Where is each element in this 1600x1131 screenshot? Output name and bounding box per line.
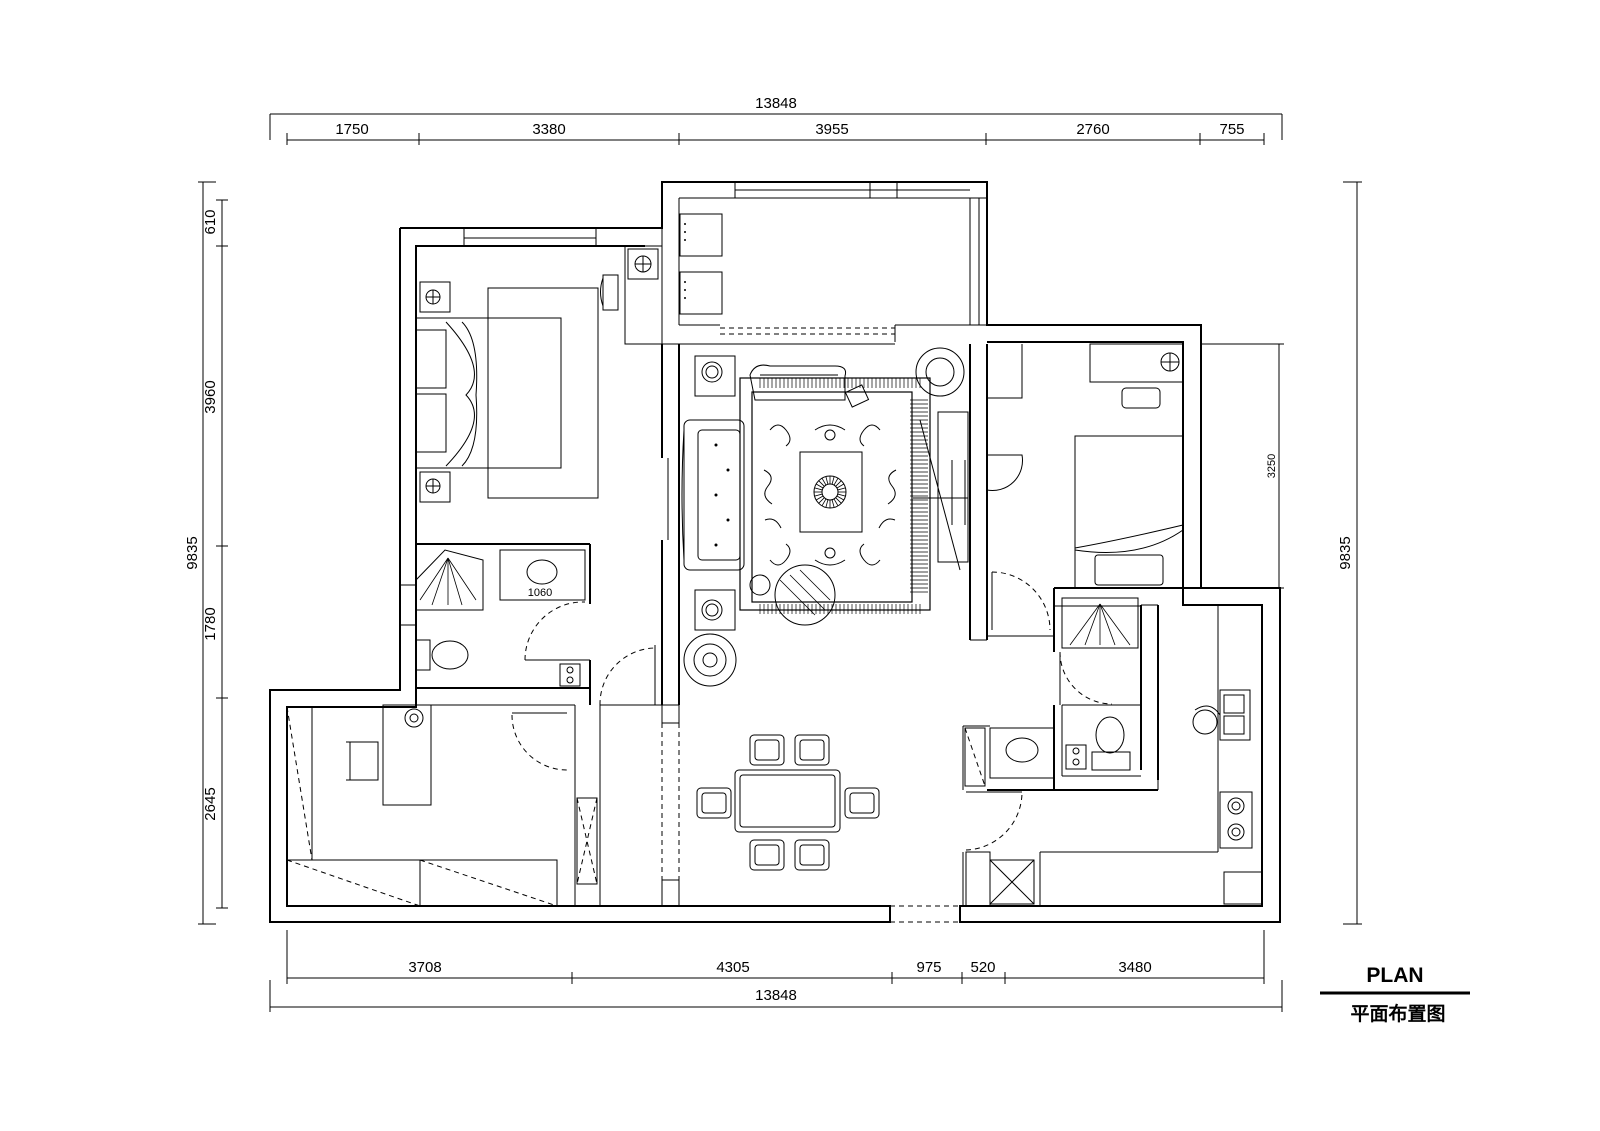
desk	[624, 245, 663, 345]
bottom-dim-2: 4305	[716, 959, 749, 976]
study-desk	[382, 704, 432, 806]
toilet	[431, 640, 469, 670]
dining-chair	[794, 734, 830, 766]
sofa	[683, 419, 745, 571]
left-dim-1: 610	[202, 209, 219, 234]
dining-chair	[794, 839, 830, 871]
plan-subtitle: 平面布置图	[1350, 1002, 1445, 1025]
master-bedroom	[415, 245, 663, 503]
right-desk	[1089, 343, 1184, 383]
toilet-2	[1095, 716, 1125, 754]
vanity-2	[989, 727, 1055, 779]
vanity	[499, 549, 586, 601]
left-dim-4: 2645	[202, 787, 219, 820]
left-dim-2: 3960	[202, 380, 219, 413]
outer-walls	[269, 181, 1281, 923]
rug-ornaments	[763, 424, 897, 566]
dining-chair	[749, 839, 785, 871]
dining-area	[696, 734, 880, 871]
bathroom-left: 1060	[415, 549, 586, 687]
side-table-top	[694, 355, 736, 397]
right-total-dim: 9835	[1337, 536, 1354, 569]
right-inner-dim: 3250	[1266, 454, 1278, 478]
bottom-dim-5: 3480	[1118, 959, 1151, 976]
top-dimension-group: 13848 1750 3380 3955 2760 755	[269, 95, 1283, 145]
vanity-dim: 1060	[528, 587, 552, 599]
tv-cabinet	[937, 411, 969, 563]
nightstand-bottom	[419, 471, 451, 503]
toilet-tank	[415, 639, 431, 671]
armchair	[749, 364, 846, 401]
dining-table	[734, 769, 841, 833]
rug-outline	[487, 287, 599, 499]
right-bedroom	[1074, 343, 1184, 589]
balcony	[679, 213, 723, 315]
bottom-dim-1: 3708	[408, 959, 441, 976]
dining-chair	[696, 787, 732, 819]
shoe-cabinet	[576, 797, 598, 885]
person-icon	[1192, 709, 1218, 735]
study	[286, 704, 598, 907]
top-dim-5: 755	[1219, 121, 1244, 138]
top-total-dim: 13848	[755, 95, 797, 112]
bottom-total-dim: 13848	[755, 987, 797, 1004]
living-room	[681, 347, 969, 687]
toilet-2-tank	[1091, 751, 1131, 771]
rug-medallion	[799, 451, 863, 533]
rug	[739, 377, 931, 611]
bottom-dim-3: 975	[916, 959, 941, 976]
fridge	[1223, 871, 1263, 905]
balcony-chair-1	[679, 213, 723, 257]
plant	[915, 347, 965, 397]
dining-chair	[844, 787, 880, 819]
shower-2	[1061, 597, 1139, 649]
stove	[1219, 791, 1253, 849]
right-dimension-group: 9835 3250	[1200, 181, 1362, 925]
dining-chair	[749, 734, 785, 766]
title-block: PLAN 平面布置图	[1320, 964, 1470, 1025]
bottom-dim-4: 520	[970, 959, 995, 976]
top-dim-4: 2760	[1076, 121, 1109, 138]
kitchen	[965, 605, 1263, 907]
flower	[683, 633, 737, 687]
bed	[415, 317, 562, 469]
tea-table	[774, 564, 836, 626]
right-bed	[1074, 435, 1184, 589]
plan-title: PLAN	[1366, 964, 1423, 987]
balcony-chair-2	[679, 271, 723, 315]
bathroom-right	[964, 597, 1139, 787]
shelf	[964, 727, 986, 787]
bottom-dimension-group: 3708 4305 975 520 3480 13848	[269, 930, 1283, 1012]
top-dim-3: 3955	[815, 121, 848, 138]
nightstand-top	[419, 281, 451, 313]
side-table-bottom	[694, 589, 736, 631]
top-dim-1: 1750	[335, 121, 368, 138]
left-total-dim: 9835	[184, 536, 201, 569]
top-dim-2: 3380	[532, 121, 565, 138]
left-dim-3: 1780	[202, 607, 219, 640]
shower	[415, 549, 484, 611]
study-cabinet	[286, 859, 558, 907]
left-dimension-group: 610 3960 1780 2645 9835	[184, 181, 228, 925]
doors	[511, 344, 1113, 923]
